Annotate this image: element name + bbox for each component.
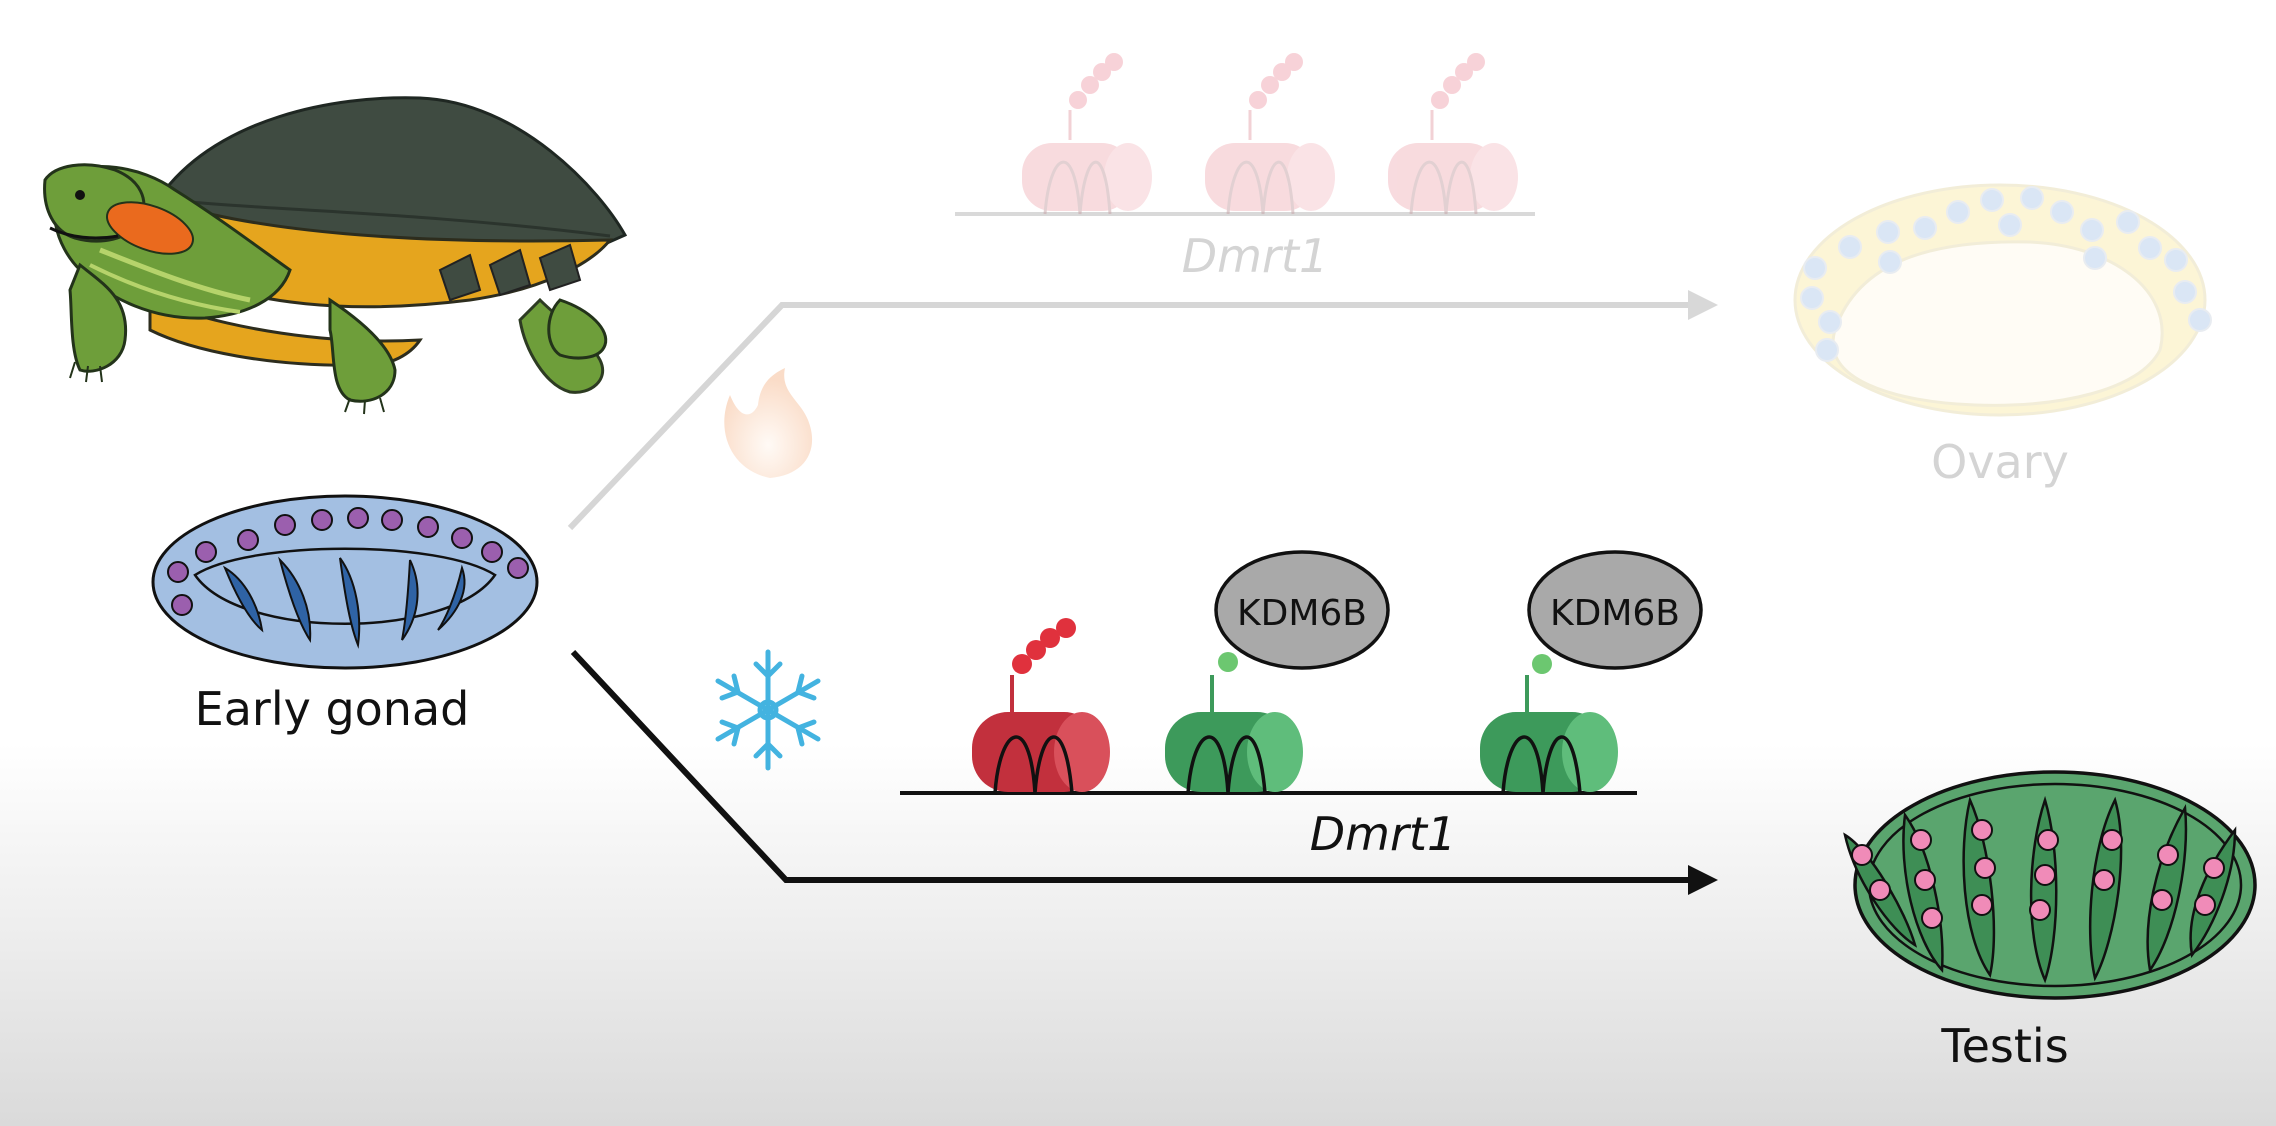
testis-illustration xyxy=(1843,770,2257,1000)
early-gonad-label: Early gonad xyxy=(195,682,470,736)
flame-icon xyxy=(724,368,813,478)
warm-nucleosome-1 xyxy=(1022,53,1152,215)
ovary-illustration xyxy=(1793,183,2212,417)
nucleosome-repressed xyxy=(972,618,1110,794)
kdm6b-label-1: KDM6B xyxy=(1237,593,1367,634)
nucleosome-active-2 xyxy=(1480,654,1618,794)
warm-gene-label: Dmrt1 xyxy=(1182,229,1328,283)
kdm6b-enzyme-2: KDM6B xyxy=(1527,550,1703,670)
turtle-illustration xyxy=(43,96,628,415)
cold-gene-label: Dmrt1 xyxy=(1310,807,1456,861)
early-gonad-illustration xyxy=(151,494,539,670)
nucleosome-active-1 xyxy=(1165,652,1303,794)
warm-arrow xyxy=(567,290,1718,531)
cold-arrow xyxy=(570,649,1718,895)
testis-label: Testis xyxy=(1940,1019,2068,1073)
snowflake-icon xyxy=(715,649,821,771)
warm-nucleosome-2 xyxy=(1205,53,1335,215)
warm-path: Dmrt1 xyxy=(567,53,1718,531)
kdm6b-label-2: KDM6B xyxy=(1550,593,1680,634)
warm-nucleosome-3 xyxy=(1388,53,1518,215)
kdm6b-enzyme-1: KDM6B xyxy=(1214,550,1390,670)
ovary-label: Ovary xyxy=(1931,435,2069,489)
